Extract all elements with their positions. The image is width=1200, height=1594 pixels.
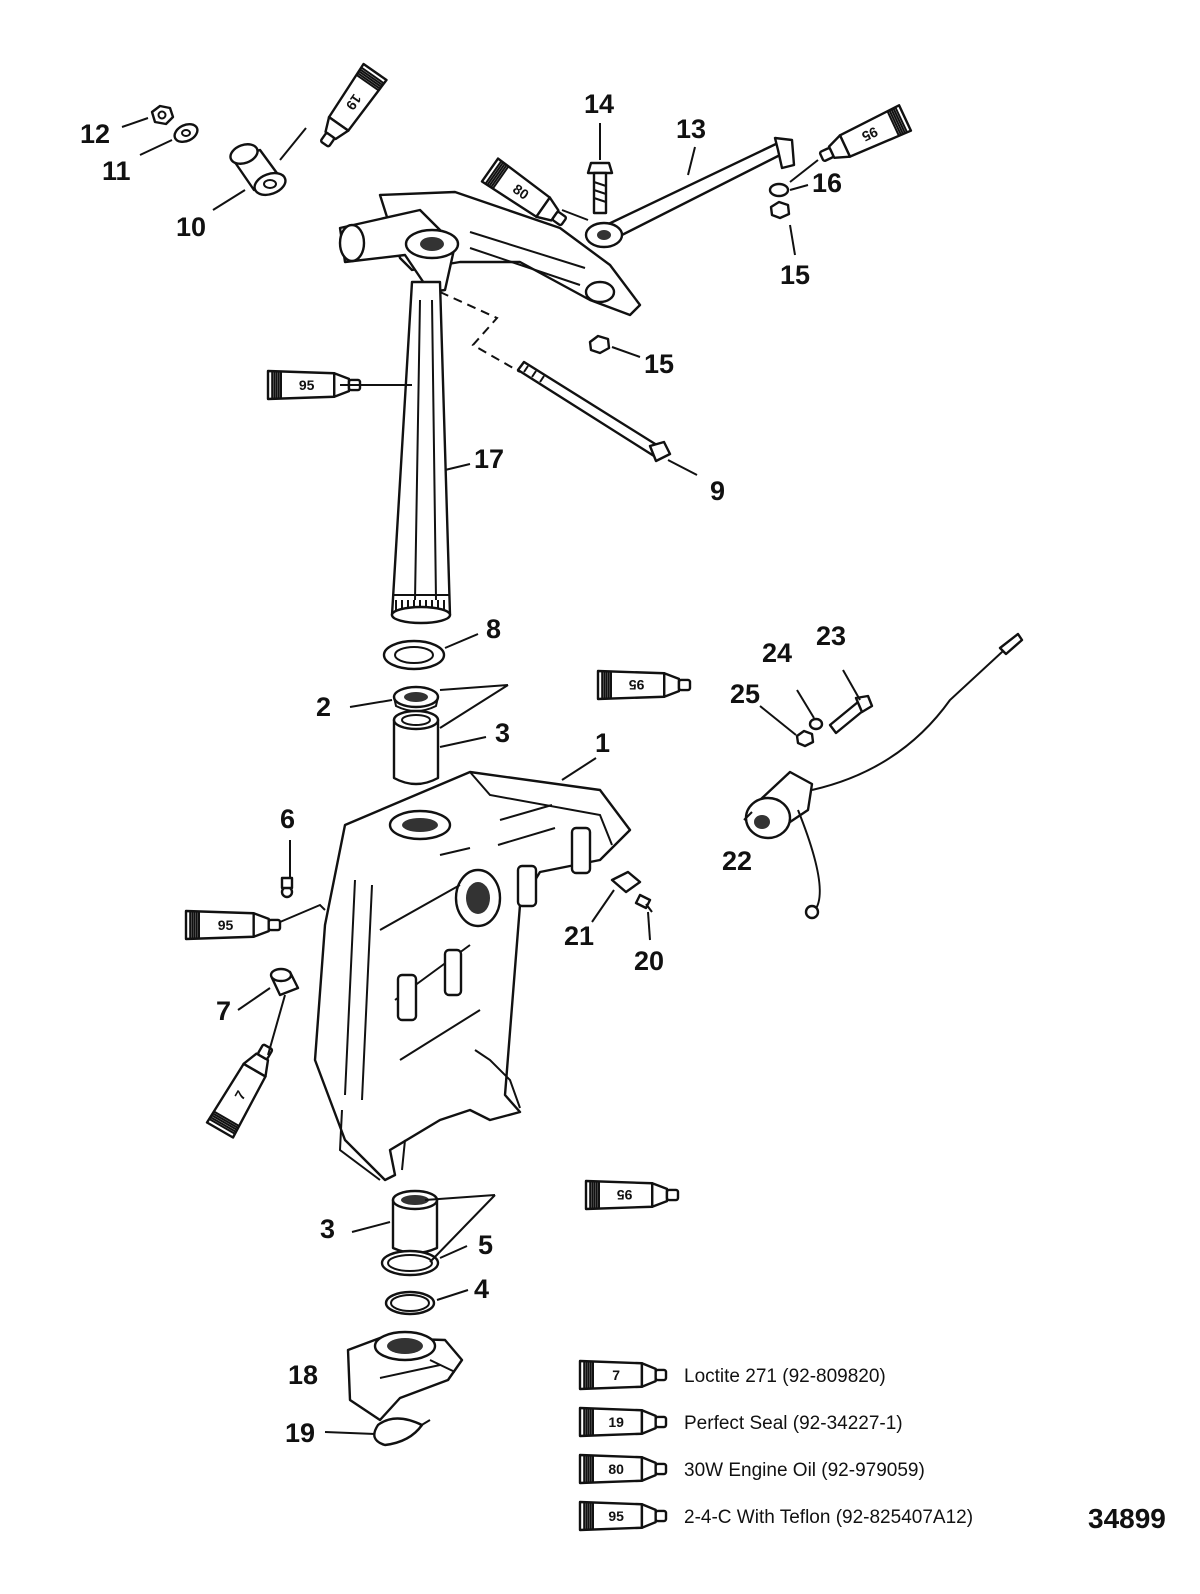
- callout-15-lower: 15: [644, 349, 674, 379]
- drawing-number: 34899: [1088, 1503, 1166, 1534]
- part-seal-2: [392, 685, 440, 712]
- part-nut-15-upper: [769, 200, 791, 220]
- callout-1: 1: [595, 728, 610, 758]
- callout-3-lower: 3: [320, 1214, 335, 1244]
- legend-perfect-seal-tube-label: 19: [608, 1414, 624, 1430]
- part-washer-8: [382, 639, 446, 671]
- part-trim-sender-22: [744, 632, 1024, 920]
- part-washer-11: [173, 122, 199, 144]
- lubricant-legend: 7 Loctite 271 (92-809820) 19 Perfect Seal (…: [578, 1359, 973, 1532]
- callout-24: 24: [762, 638, 792, 668]
- callout-12: 12: [80, 119, 110, 149]
- callout-7: 7: [216, 996, 231, 1026]
- part-grease-fitting-6: [280, 876, 294, 899]
- tube-19-pivot: 19: [319, 62, 388, 148]
- tube-95-column: 95: [266, 369, 362, 401]
- legend-engine-oil-text: 30W Engine Oil (92-979059): [684, 1460, 925, 1481]
- part-clip-21: [610, 870, 642, 894]
- legend-2-4-c-teflon-text: 2-4-C With Teflon (92-825407A12): [684, 1507, 973, 1528]
- callout-10: 10: [176, 212, 206, 242]
- callout-21: 21: [564, 921, 594, 951]
- part-bushing-7: [269, 967, 300, 997]
- tube-7-bushing: 7: [205, 1043, 274, 1139]
- part-lower-yoke-18: [346, 1330, 464, 1422]
- callout-25: 25: [730, 679, 760, 709]
- tube-95-lower-label: 95: [617, 1187, 633, 1203]
- callout-5: 5: [478, 1230, 493, 1260]
- tube-95-lower: 95: [584, 1179, 680, 1211]
- callout-17: 17: [474, 444, 504, 474]
- part-ring-4: [384, 1290, 436, 1316]
- part-screw-20: [634, 893, 653, 913]
- part-swivel-bracket-1: [313, 770, 632, 1182]
- tube-95-bearing: 95: [596, 669, 692, 701]
- callout-9: 9: [710, 476, 725, 506]
- tube-95-link-label: 95: [859, 124, 880, 145]
- legend-perfect-seal-text: Perfect Seal (92-34227-1): [684, 1413, 903, 1434]
- tube-95-link: 95: [818, 104, 913, 162]
- callout-11: 11: [102, 156, 131, 186]
- legend-perfect-seal-tube: 19: [578, 1406, 668, 1438]
- part-nut-15-lower: [588, 334, 611, 355]
- part-washer-24: [808, 717, 824, 731]
- part-washer-16: [768, 182, 790, 198]
- tube-95-bearing-label: 95: [629, 677, 645, 693]
- part-bolt-14: [586, 161, 614, 215]
- part-nut-12: [150, 104, 175, 126]
- callout-22: 22: [722, 846, 752, 876]
- legend-engine-oil-tube-label: 80: [608, 1461, 624, 1477]
- tube-80-rod: 80: [480, 157, 568, 227]
- callout-15-upper: 15: [780, 260, 810, 290]
- legend-2-4-c-teflon-tube-label: 95: [608, 1508, 624, 1524]
- part-nut-25: [795, 729, 815, 748]
- callout-19: 19: [285, 1418, 315, 1448]
- callout-leaders: [121, 117, 861, 1435]
- part-bushing-3-upper: [392, 709, 440, 786]
- legend-loctite-271-text: Loctite 271 (92-809820): [684, 1366, 886, 1387]
- callout-14: 14: [584, 89, 614, 119]
- callout-2: 2: [316, 692, 331, 722]
- tube-95-column-label: 95: [299, 377, 315, 393]
- legend-loctite-271-tube: 7: [578, 1359, 668, 1391]
- callout-6: 6: [280, 804, 295, 834]
- part-washer-5: [380, 1249, 440, 1277]
- tube-95-fitting-label: 95: [218, 917, 234, 933]
- callout-8: 8: [486, 614, 501, 644]
- part-column-17: [390, 280, 452, 625]
- callout-labels: 1 2 3 3 4 5 6 7 8 9 10 11 12 13 14 15 15…: [80, 89, 846, 1448]
- legend-engine-oil-tube: 80: [578, 1453, 668, 1485]
- callout-20: 20: [634, 946, 664, 976]
- callout-18: 18: [288, 1360, 318, 1390]
- part-bolt-9: [439, 291, 672, 463]
- part-bushing-3-lower: [391, 1189, 439, 1255]
- callout-3-upper: 3: [495, 718, 510, 748]
- legend-2-4-c-teflon-tube: 95: [578, 1500, 668, 1532]
- callout-13: 13: [676, 114, 706, 144]
- part-screw-23: [828, 694, 874, 735]
- part-link-rod-13: [584, 136, 796, 249]
- callout-23: 23: [816, 621, 846, 651]
- callout-16: 16: [812, 168, 842, 198]
- callout-4: 4: [474, 1274, 489, 1304]
- tube-95-fitting: 95: [184, 909, 282, 941]
- part-bushing-10: [229, 143, 287, 197]
- legend-loctite-271-tube-label: 7: [612, 1367, 620, 1383]
- part-snap-ring-19: [373, 1417, 431, 1447]
